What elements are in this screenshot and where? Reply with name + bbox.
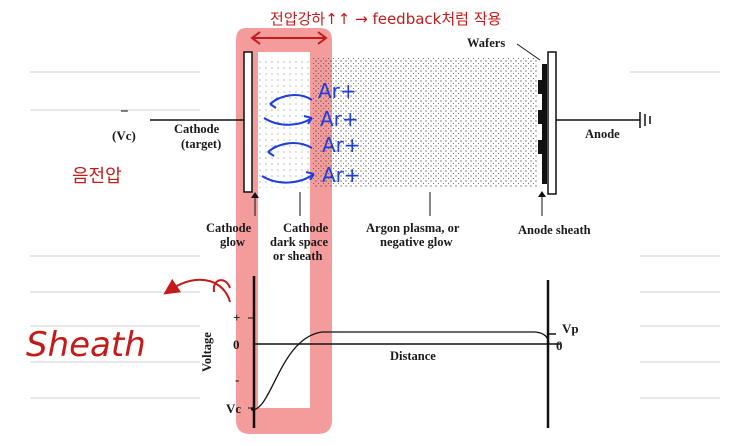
ion-arrows — [261, 94, 315, 184]
wafers-label: Wafers — [467, 36, 505, 50]
wafers — [538, 64, 547, 184]
sheath-pointer-arrow — [163, 278, 231, 303]
cathode-target-label: (target) — [181, 137, 221, 151]
plasma-label-1: Argon plasma, or — [366, 221, 460, 235]
top-note: 전압강하↑↑ → feedback처럼 작용 — [270, 10, 501, 28]
ground-icon — [639, 112, 651, 128]
cathode-glow-label-1: Cathode — [206, 221, 252, 235]
vc-label: (Vc) — [112, 128, 136, 143]
vc-sign: − — [120, 104, 129, 120]
cathode-label: Cathode — [174, 122, 220, 136]
sheath-note: Sheath — [26, 325, 146, 365]
cathode-plate — [243, 51, 253, 193]
voltage-axis-label: Voltage — [200, 332, 214, 372]
voltage-curve — [251, 331, 550, 411]
dark-space-label-3: or sheath — [273, 249, 322, 263]
minus-tick: - — [235, 372, 239, 387]
voltage-plot — [248, 276, 560, 428]
ruled-lines — [30, 71, 720, 399]
plus-tick: + — [233, 310, 240, 325]
ion-label-2: Ar+ — [320, 107, 359, 131]
zero-tick-left: 0 — [233, 337, 240, 352]
anode-plate — [547, 51, 557, 195]
plasma-region — [312, 58, 538, 188]
anode-sheath-label: Anode sheath — [518, 223, 591, 237]
negative-voltage-note: 음전압 — [72, 166, 122, 187]
zero-tick-right: 0 — [556, 338, 563, 353]
vp-label: Vp — [562, 321, 579, 336]
distance-axis-label: Distance — [390, 349, 436, 363]
ion-label-4: Ar+ — [322, 163, 361, 187]
dark-space-label-1: Cathode — [283, 221, 329, 235]
top-width-arrow — [250, 31, 328, 45]
dark-space-label-2: dark space — [270, 235, 328, 249]
ion-label-3: Ar+ — [322, 133, 361, 157]
plasma-label-2: negative glow — [380, 235, 453, 249]
cathode-glow-label-2: glow — [220, 235, 245, 249]
vc-tick: Vc — [226, 401, 241, 416]
anode-label: Anode — [585, 127, 620, 141]
ion-label-1: Ar+ — [318, 79, 357, 103]
